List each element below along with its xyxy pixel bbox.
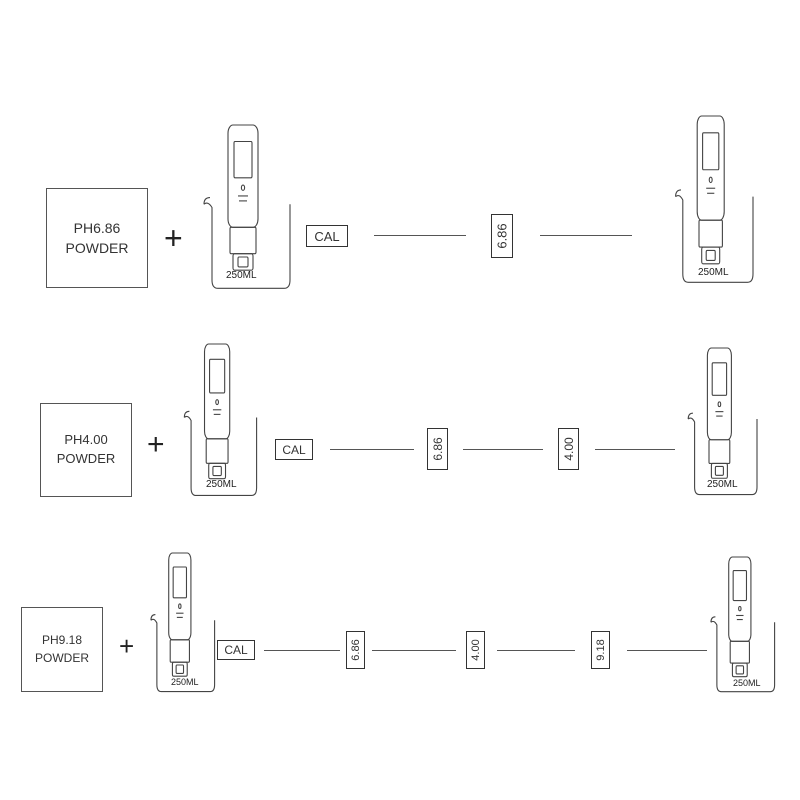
beaker-outline — [676, 196, 753, 283]
beaker-volume-label: 250ML — [206, 479, 237, 490]
powder-label-ph: PH9.18 — [41, 633, 83, 648]
beaker-outline — [204, 203, 290, 288]
connector-line — [264, 650, 340, 651]
meter-body — [697, 116, 724, 220]
meter-button — [718, 402, 721, 407]
reading-value: 4.00 — [469, 639, 482, 661]
connector-line — [595, 449, 675, 450]
beaker-with-meter-icon — [181, 344, 265, 497]
beaker-spout — [711, 617, 715, 622]
meter-display — [712, 363, 726, 396]
cal-step: CAL — [306, 225, 348, 247]
meter-probe-cap — [702, 247, 720, 264]
meter-display — [173, 567, 186, 598]
meter-sleeve — [699, 220, 722, 247]
reading-value: 9.18 — [594, 639, 607, 661]
beaker-outline — [688, 418, 757, 494]
powder-label-word: POWDER — [65, 240, 129, 256]
powder-box-ph918: PH9.18 POWDER — [21, 607, 103, 692]
end-beaker-volume-label: 250ML — [698, 267, 729, 278]
beaker-outline — [184, 416, 256, 495]
meter-probe-cap — [172, 662, 187, 676]
connector-line — [540, 235, 632, 236]
beaker-spout — [688, 413, 693, 419]
beaker-volume-label: 250ML — [226, 270, 257, 281]
meter-body — [707, 348, 731, 440]
meter-sensor — [238, 257, 248, 267]
connector-line — [463, 449, 543, 450]
meter-display — [733, 571, 746, 601]
reading-box-686: 6.86 — [427, 428, 448, 470]
meter-sensor — [213, 466, 221, 475]
reading-value: 6.86 — [349, 639, 362, 661]
end-beaker-volume-label: 250ML — [707, 479, 738, 490]
meter-probe-cap — [711, 463, 727, 478]
cal-step: CAL — [275, 439, 313, 460]
meter-button — [216, 400, 219, 405]
meter-button — [709, 177, 712, 182]
connector-line — [497, 650, 575, 651]
reading-box-918: 9.18 — [591, 631, 610, 669]
beaker-with-meter-icon — [148, 553, 222, 693]
beaker-spout — [676, 190, 681, 197]
connector-line — [374, 235, 466, 236]
reading-value: 4.00 — [561, 437, 576, 461]
meter-display — [703, 133, 719, 170]
reading-box-686: 6.86 — [491, 214, 513, 258]
meter-sleeve — [230, 227, 256, 253]
meter-button — [179, 604, 181, 608]
meter-probe-cap — [233, 254, 253, 271]
reading-value: 6.86 — [494, 223, 510, 249]
beaker-spout — [204, 198, 210, 205]
powder-label-word: POWDER — [35, 650, 89, 665]
beaker-with-meter-icon — [200, 125, 300, 290]
end-beaker-with-meter-icon — [685, 348, 765, 496]
meter-display — [234, 142, 252, 178]
meter-body — [729, 557, 751, 641]
powder-label-ph: PH6.86 — [73, 219, 121, 236]
powder-box-ph400: PH4.00 POWDER — [40, 403, 132, 497]
plus-sign: + — [164, 220, 183, 256]
meter-sensor — [706, 250, 715, 260]
meter-button — [739, 607, 741, 611]
connector-line — [627, 650, 707, 651]
meter-sleeve — [206, 439, 228, 463]
end-beaker-with-meter-icon — [708, 557, 782, 693]
powder-box-ph686: PH6.86 POWDER — [46, 188, 148, 288]
plus-sign: + — [147, 428, 165, 461]
cal-step: CAL — [217, 640, 255, 660]
meter-sensor — [736, 666, 743, 674]
reading-box-400: 4.00 — [466, 631, 485, 669]
connector-line — [330, 449, 414, 450]
meter-body — [205, 344, 230, 439]
beaker-outline — [711, 621, 775, 691]
connector-line — [372, 650, 456, 651]
reading-box-400: 4.00 — [558, 428, 579, 470]
meter-sleeve — [709, 440, 730, 464]
meter-probe-cap — [209, 463, 226, 478]
powder-label-word: POWDER — [56, 451, 116, 466]
beaker-outline — [151, 619, 215, 691]
meter-body — [169, 553, 191, 640]
reading-box-686: 6.86 — [346, 631, 365, 669]
beaker-volume-label: 250ML — [171, 677, 199, 687]
meter-sensor — [176, 665, 183, 673]
meter-probe-cap — [732, 663, 747, 677]
meter-button — [241, 185, 244, 190]
plus-sign: + — [119, 631, 135, 661]
meter-body — [228, 125, 258, 227]
meter-sleeve — [170, 640, 189, 662]
meter-sleeve — [730, 641, 749, 663]
beaker-spout — [184, 411, 189, 417]
end-beaker-volume-label: 250ML — [733, 678, 761, 688]
reading-value: 6.86 — [430, 437, 445, 461]
end-beaker-with-meter-icon — [672, 116, 762, 284]
meter-sensor — [715, 466, 723, 475]
meter-display — [210, 359, 225, 393]
beaker-spout — [151, 615, 155, 621]
powder-label-ph: PH4.00 — [64, 432, 108, 448]
